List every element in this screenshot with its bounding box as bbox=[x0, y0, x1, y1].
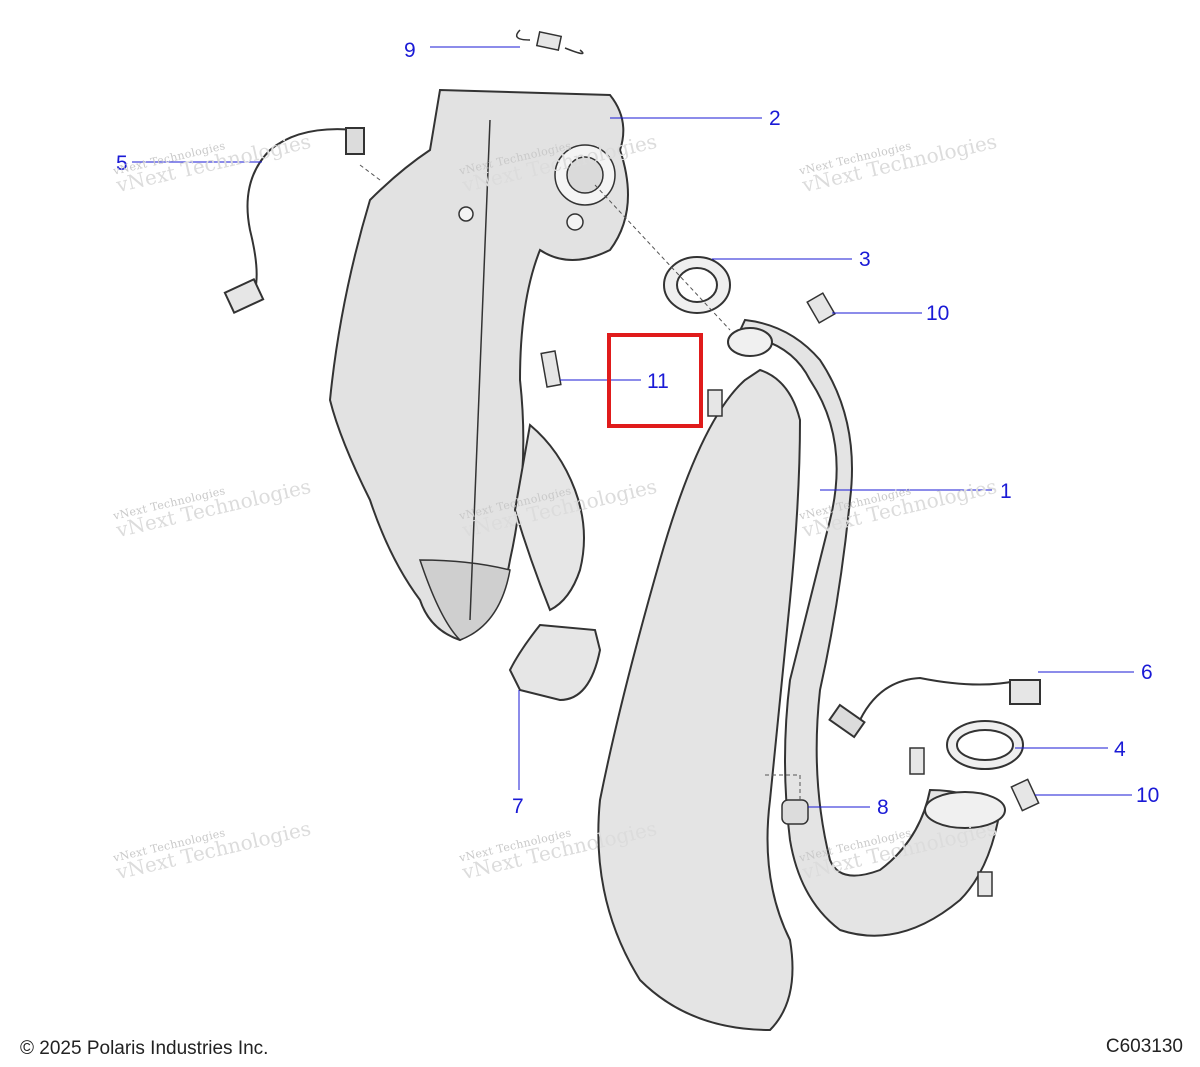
silencer-seam bbox=[469, 119, 491, 621]
callout-3[interactable]: 3 bbox=[859, 248, 871, 271]
heat-shield-part bbox=[508, 423, 602, 702]
selected-callout-highlight bbox=[607, 333, 703, 428]
grommet-8 bbox=[781, 799, 809, 825]
spring-extra-3 bbox=[977, 871, 993, 897]
springs bbox=[515, 29, 1040, 897]
spring-11 bbox=[540, 350, 562, 388]
assembly-lines bbox=[359, 164, 801, 800]
spring-9 bbox=[535, 30, 563, 52]
callout-8[interactable]: 8 bbox=[877, 796, 889, 819]
callout-2[interactable]: 2 bbox=[769, 107, 781, 130]
spring-extra bbox=[707, 389, 723, 417]
spring-10b bbox=[1010, 778, 1040, 812]
callout-4[interactable]: 4 bbox=[1114, 738, 1126, 761]
callout-11[interactable]: 11 bbox=[647, 370, 669, 393]
o2-sensor-5 bbox=[223, 127, 365, 315]
gasket-ring-3 bbox=[663, 256, 731, 314]
callout-10-lower[interactable]: 10 bbox=[1136, 784, 1160, 807]
pipe-outlet-end bbox=[924, 791, 1006, 829]
callout-1[interactable]: 1 bbox=[1000, 480, 1012, 503]
callout-10-upper[interactable]: 10 bbox=[926, 302, 950, 325]
copyright-text: © 2025 Polaris Industries Inc. bbox=[20, 1038, 269, 1059]
o2-sensor-6 bbox=[828, 676, 1041, 739]
pipe-inlet-flange bbox=[727, 327, 773, 357]
callout-7[interactable]: 7 bbox=[512, 795, 524, 818]
spring-10a bbox=[806, 292, 836, 324]
diagram-code: C603130 bbox=[1105, 1036, 1183, 1057]
callout-6[interactable]: 6 bbox=[1141, 661, 1153, 684]
spring-extra-2 bbox=[909, 747, 925, 775]
gasket-ring-4 bbox=[946, 720, 1024, 770]
silencer-tail bbox=[418, 559, 511, 641]
callout-5[interactable]: 5 bbox=[116, 152, 128, 175]
callout-9[interactable]: 9 bbox=[404, 39, 416, 62]
leader-lines bbox=[132, 46, 1134, 808]
